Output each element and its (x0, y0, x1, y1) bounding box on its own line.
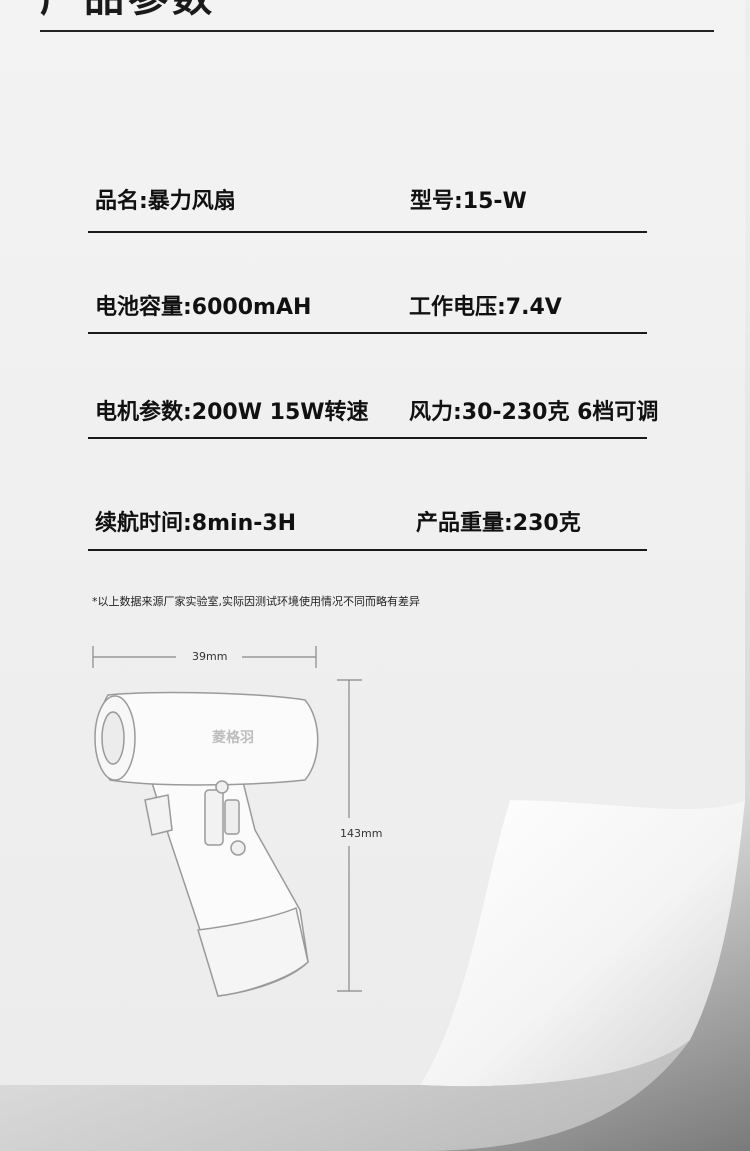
spec-battery: 电池容量:6000mAH (95, 295, 312, 320)
brand-logo-mark: 菱格羽 (212, 729, 254, 746)
fan-device (94, 691, 319, 997)
spec-divider (88, 437, 647, 439)
spec-divider (88, 332, 647, 334)
spec-model: 型号:15-W (410, 189, 527, 214)
height-dimension-label: 143mm (340, 827, 383, 840)
title-divider (40, 30, 714, 32)
height-dimension-line (337, 679, 362, 992)
width-dimension-label: 39mm (192, 650, 228, 663)
page-title: 产品参数 (40, 0, 216, 18)
disclaimer-note: *以上数据来源厂家实验室,实际因测试环境使用情况不同而略有差异 (92, 595, 420, 608)
width-dimension-line (92, 646, 317, 668)
spec-weight: 产品重量:230克 (416, 511, 581, 536)
spec-wind: 风力:30-230克 6档可调 (409, 400, 659, 425)
spec-divider (88, 549, 647, 551)
spec-divider (88, 231, 647, 233)
spec-voltage: 工作电压:7.4V (409, 295, 562, 320)
spec-motor: 电机参数:200W 15W转速 (95, 400, 369, 425)
spec-runtime: 续航时间:8min-3H (95, 511, 297, 536)
spec-product-name: 品名:暴力风扇 (95, 189, 236, 214)
